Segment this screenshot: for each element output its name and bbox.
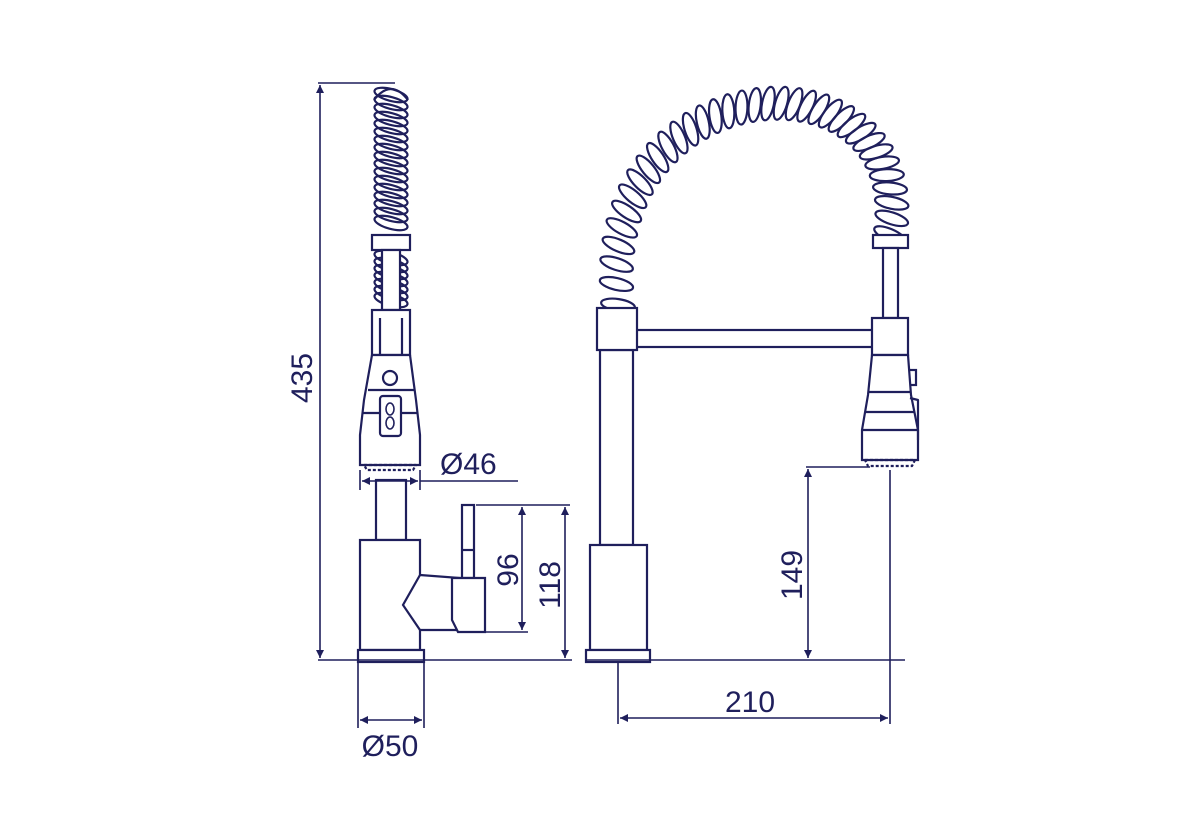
handle <box>450 576 487 634</box>
coil-loop <box>599 255 634 273</box>
hose-neck <box>380 248 402 312</box>
coil-loop <box>373 214 409 232</box>
coil-loop <box>373 134 409 152</box>
dim-head-diameter: Ø46 <box>440 448 497 481</box>
coil-loop <box>373 190 409 208</box>
dim-base-diameter: Ø50 <box>362 730 419 763</box>
spray-head-front <box>860 353 920 462</box>
base-ring <box>356 648 426 664</box>
dim-total-height: 435 <box>286 353 319 403</box>
coil-loop <box>873 194 910 211</box>
button-icon <box>381 369 399 387</box>
side-dimensions: 435 Ø46 96 118 Ø50 <box>286 82 572 763</box>
faucet-body-front <box>588 543 649 652</box>
coil-loop <box>373 118 409 136</box>
spout-arm <box>634 328 878 349</box>
dim-body-height: 118 <box>534 561 567 609</box>
coil-loop <box>617 183 648 210</box>
coil-loop <box>373 86 409 104</box>
coil-loop <box>373 94 409 112</box>
coil-loop <box>605 217 639 239</box>
front-dimensions: 149 210 <box>586 466 905 724</box>
coil-loop <box>373 174 409 192</box>
coil-loop <box>373 206 409 224</box>
coil-loop <box>373 182 409 200</box>
spring-collar <box>370 233 412 252</box>
coil-loop <box>373 166 409 184</box>
coil-loop <box>657 130 679 164</box>
coil-loop <box>796 89 818 123</box>
column-collar <box>595 306 639 352</box>
spray-toggle <box>378 394 403 438</box>
coil-loop <box>669 120 689 155</box>
coil-loop <box>784 87 804 122</box>
dim-spout-reach: 210 <box>725 686 775 719</box>
front-view <box>584 85 920 664</box>
coil-loop <box>645 141 670 174</box>
coil-loop <box>373 110 409 128</box>
spray-lever <box>909 396 920 440</box>
dim-spout-clearance: 149 <box>776 550 809 600</box>
coil-loop <box>707 98 723 135</box>
coil-loop <box>721 93 736 130</box>
coil-loop <box>373 198 409 216</box>
coil-loop <box>747 86 763 124</box>
hose-neck-front <box>881 246 900 320</box>
coil-loop <box>734 89 749 126</box>
coil-loop <box>635 154 662 185</box>
spring-hose-front <box>598 85 910 313</box>
coil-loop <box>871 181 909 196</box>
dim-handle-height: 96 <box>492 553 525 586</box>
column-pipe <box>598 348 635 547</box>
coil-loop <box>601 235 636 256</box>
coil-loop <box>373 126 409 144</box>
coil-loop <box>626 168 654 197</box>
head-connector <box>370 308 412 357</box>
coil-loop <box>598 275 635 293</box>
head-connector-front <box>870 316 910 357</box>
spout-stem <box>374 478 408 542</box>
spring-collar-front <box>871 233 910 250</box>
lever-rod <box>460 503 476 580</box>
coil-loop <box>611 199 643 224</box>
coil-loop <box>874 209 910 228</box>
coil-loop <box>868 168 905 183</box>
coil-loop <box>373 142 409 160</box>
coil-loop <box>373 102 409 120</box>
side-view <box>356 86 487 664</box>
coil-loop <box>373 150 409 168</box>
coil-loop <box>694 104 711 140</box>
coil-loop <box>681 111 700 147</box>
coil-loop <box>373 158 409 176</box>
